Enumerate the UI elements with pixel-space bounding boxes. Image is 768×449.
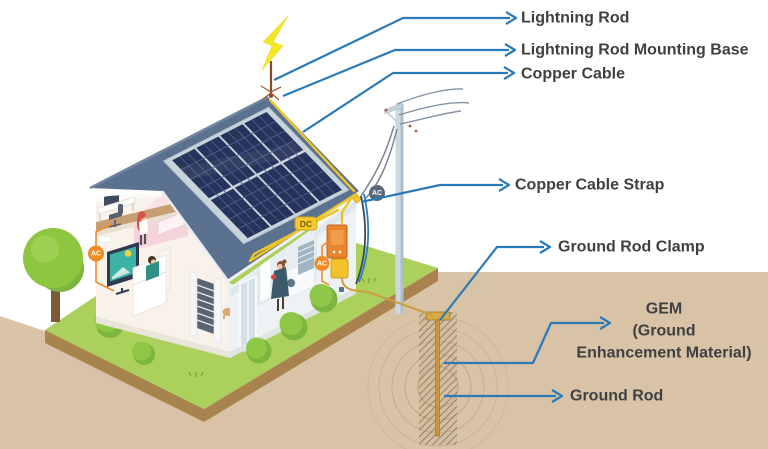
person-kitchen — [270, 259, 289, 311]
kitchen-window — [298, 240, 314, 275]
ac-badge-line-label: AC — [372, 190, 382, 197]
ac-badge-interior: AC — [88, 223, 115, 292]
callout-lines — [273, 11, 612, 403]
foundation — [96, 317, 230, 358]
red-hair — [138, 211, 146, 219]
ac-badge-interior-label: AC — [91, 251, 101, 258]
callout-line-lightning-rod — [273, 16, 510, 81]
tv-sun — [124, 250, 132, 257]
dc-badge-label: DC — [300, 219, 312, 229]
callout-line-copper-cable-strap — [360, 183, 503, 204]
callout-arrowheads — [498, 11, 612, 403]
pole-crossarm — [383, 102, 404, 115]
mounting-base-strands — [260, 85, 282, 101]
label-gem-line1: GEM — [646, 301, 682, 318]
bush-right-3 — [246, 337, 272, 364]
label-ground-rod: Ground Rod — [570, 388, 663, 405]
porch-pillar — [189, 271, 198, 337]
callout-line-ground-rod-clamp — [439, 245, 544, 321]
label-lightning-rod: Lightning Rod — [521, 10, 629, 27]
label-gem-line3: Enhancement Material) — [576, 345, 751, 362]
callout-line-mounting-base — [282, 48, 509, 98]
bush-right-2 — [279, 312, 308, 341]
wall-ac-unit — [97, 235, 112, 243]
callout-line-copper-cable — [302, 71, 508, 133]
label-copper-cable: Copper Cable — [521, 66, 625, 83]
desk — [97, 196, 136, 215]
lawn-soil-edge — [45, 268, 438, 422]
house: DC AC AC AC — [88, 16, 397, 358]
lightning-rod — [260, 61, 282, 101]
red-item — [270, 274, 277, 280]
callout-line-gem — [444, 321, 604, 365]
person-upstairs — [136, 211, 148, 245]
label-gem-line2: (Ground — [632, 323, 695, 340]
porch-pillar — [213, 278, 222, 344]
copper-cable-strap — [352, 194, 362, 204]
office-chair — [108, 204, 123, 228]
bush-right-1 — [309, 284, 338, 313]
slat-window — [197, 278, 214, 334]
interior-rooms — [96, 192, 188, 317]
tree-trunk — [51, 288, 60, 322]
utility-pole — [383, 102, 418, 314]
tree — [23, 228, 84, 322]
label-copper-cable-strap: Copper Cable Strap — [515, 177, 665, 194]
power-lines — [396, 88, 470, 125]
ac-badge-wall-label: AC — [317, 261, 327, 268]
solar-panels — [164, 107, 349, 243]
outlet-box — [339, 287, 344, 292]
grass-tufts — [188, 277, 377, 377]
tv — [107, 242, 139, 295]
lightning-bolt-icon — [261, 15, 289, 71]
inverter — [326, 224, 348, 259]
person-on-couch — [146, 256, 159, 281]
label-ground-rod-clamp: Ground Rod Clamp — [558, 239, 705, 256]
ac-badge-wall: AC — [314, 240, 330, 286]
callout-labels: Lightning Rod Lightning Rod Mounting Bas… — [515, 10, 752, 405]
bush-left-2 — [132, 341, 155, 365]
label-mounting-base: Lightning Rod Mounting Base — [521, 42, 749, 59]
service-drop-wires — [355, 125, 398, 285]
lightning-rod-mounting-base — [269, 94, 273, 98]
grounding-conductor — [341, 277, 433, 316]
meter-box — [330, 258, 349, 279]
dc-badge: DC — [294, 216, 318, 231]
